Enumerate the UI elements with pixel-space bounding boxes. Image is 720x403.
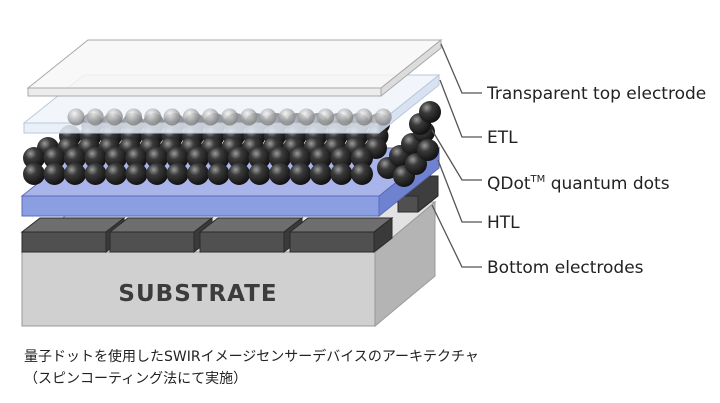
quantum-dot — [419, 101, 441, 123]
quantum-dot — [187, 147, 209, 169]
quantum-dot — [351, 163, 373, 185]
etl-nanoparticle — [125, 108, 143, 126]
label-qdots-suffix: quantum dots — [545, 174, 670, 194]
etl-nanoparticle — [86, 108, 104, 126]
caption-line-1: 量子ドットを使用したSWIRイメージセンサーデバイスのアーキテクチャ — [24, 349, 479, 365]
etl-nanoparticle — [240, 108, 258, 126]
quantum-dot — [64, 147, 86, 169]
etl-nanoparticle — [221, 108, 239, 126]
quantum-dot — [105, 147, 127, 169]
quantum-dot — [417, 139, 439, 161]
quantum-dot — [146, 163, 168, 185]
leader-bottom-electrodes — [431, 204, 482, 268]
label-htl: HTL — [487, 213, 520, 233]
bottom-electrode — [288, 216, 394, 254]
quantum-dot — [84, 147, 107, 169]
quantum-dot — [310, 147, 332, 169]
label-bottom-electrodes: Bottom electrodes — [487, 258, 644, 278]
etl-nanoparticle — [297, 108, 315, 126]
bottom-electrode — [20, 216, 126, 254]
quantum-dot — [289, 163, 312, 185]
quantum-dot — [166, 163, 189, 185]
label-etl: ETL — [487, 128, 518, 148]
etl-nanoparticle — [317, 108, 335, 126]
quantum-dot — [248, 163, 271, 185]
quantum-dot — [289, 147, 312, 169]
etl-nanoparticle — [163, 108, 181, 126]
quantum-dot — [43, 163, 66, 185]
etl-nanoparticle — [374, 108, 392, 126]
etl-nanoparticles — [67, 108, 392, 126]
leader-qdots — [431, 129, 482, 181]
quantum-dot — [330, 163, 353, 185]
etl-nanoparticle — [259, 108, 277, 126]
quantum-dot — [228, 163, 250, 185]
quantum-dot — [105, 163, 127, 185]
quantum-dot — [23, 147, 45, 169]
etl-nanoparticle — [144, 108, 162, 126]
caption-line-2: （スピンコーティング法にて実施） — [24, 371, 248, 387]
bottom-electrode — [108, 216, 214, 254]
quantum-dot — [269, 163, 291, 185]
etl-nanoparticle — [182, 108, 200, 126]
leader-lines — [431, 43, 482, 268]
quantum-dot — [84, 163, 107, 185]
etl-nanoparticle — [67, 108, 85, 126]
leader-htl — [437, 159, 482, 223]
etl-nanoparticle — [336, 108, 354, 126]
label-qdots: QDotTM quantum dots — [487, 170, 670, 194]
quantum-dot — [351, 147, 373, 169]
quantum-dot — [43, 147, 66, 169]
label-qdots-trademark: TM — [530, 174, 546, 185]
top-electrode — [26, 38, 443, 98]
quantum-dot — [269, 147, 291, 169]
etl-nanoparticle — [355, 108, 373, 126]
quantum-dot — [125, 163, 148, 185]
substrate-label: SUBSTRATE — [118, 281, 277, 307]
quantum-dot — [330, 147, 353, 169]
bottom-electrode — [198, 216, 304, 254]
quantum-dot — [64, 163, 86, 185]
etl-nanoparticle — [201, 108, 219, 126]
label-qdots-prefix: QDot — [487, 174, 531, 194]
quantum-dot — [207, 163, 230, 185]
quantum-dot — [207, 147, 230, 169]
label-top-electrode: Transparent top electrode — [487, 84, 707, 104]
quantum-dot — [23, 163, 45, 185]
quantum-dot — [248, 147, 271, 169]
quantum-dot — [166, 147, 189, 169]
quantum-dot — [125, 147, 148, 169]
etl-nanoparticle — [105, 108, 123, 126]
quantum-dot — [310, 163, 332, 185]
quantum-dot — [146, 147, 168, 169]
etl-nanoparticle — [278, 108, 296, 126]
quantum-dot — [228, 147, 250, 169]
quantum-dot — [187, 163, 209, 185]
leader-etl — [439, 79, 482, 138]
leader-top-electrode — [440, 43, 482, 94]
